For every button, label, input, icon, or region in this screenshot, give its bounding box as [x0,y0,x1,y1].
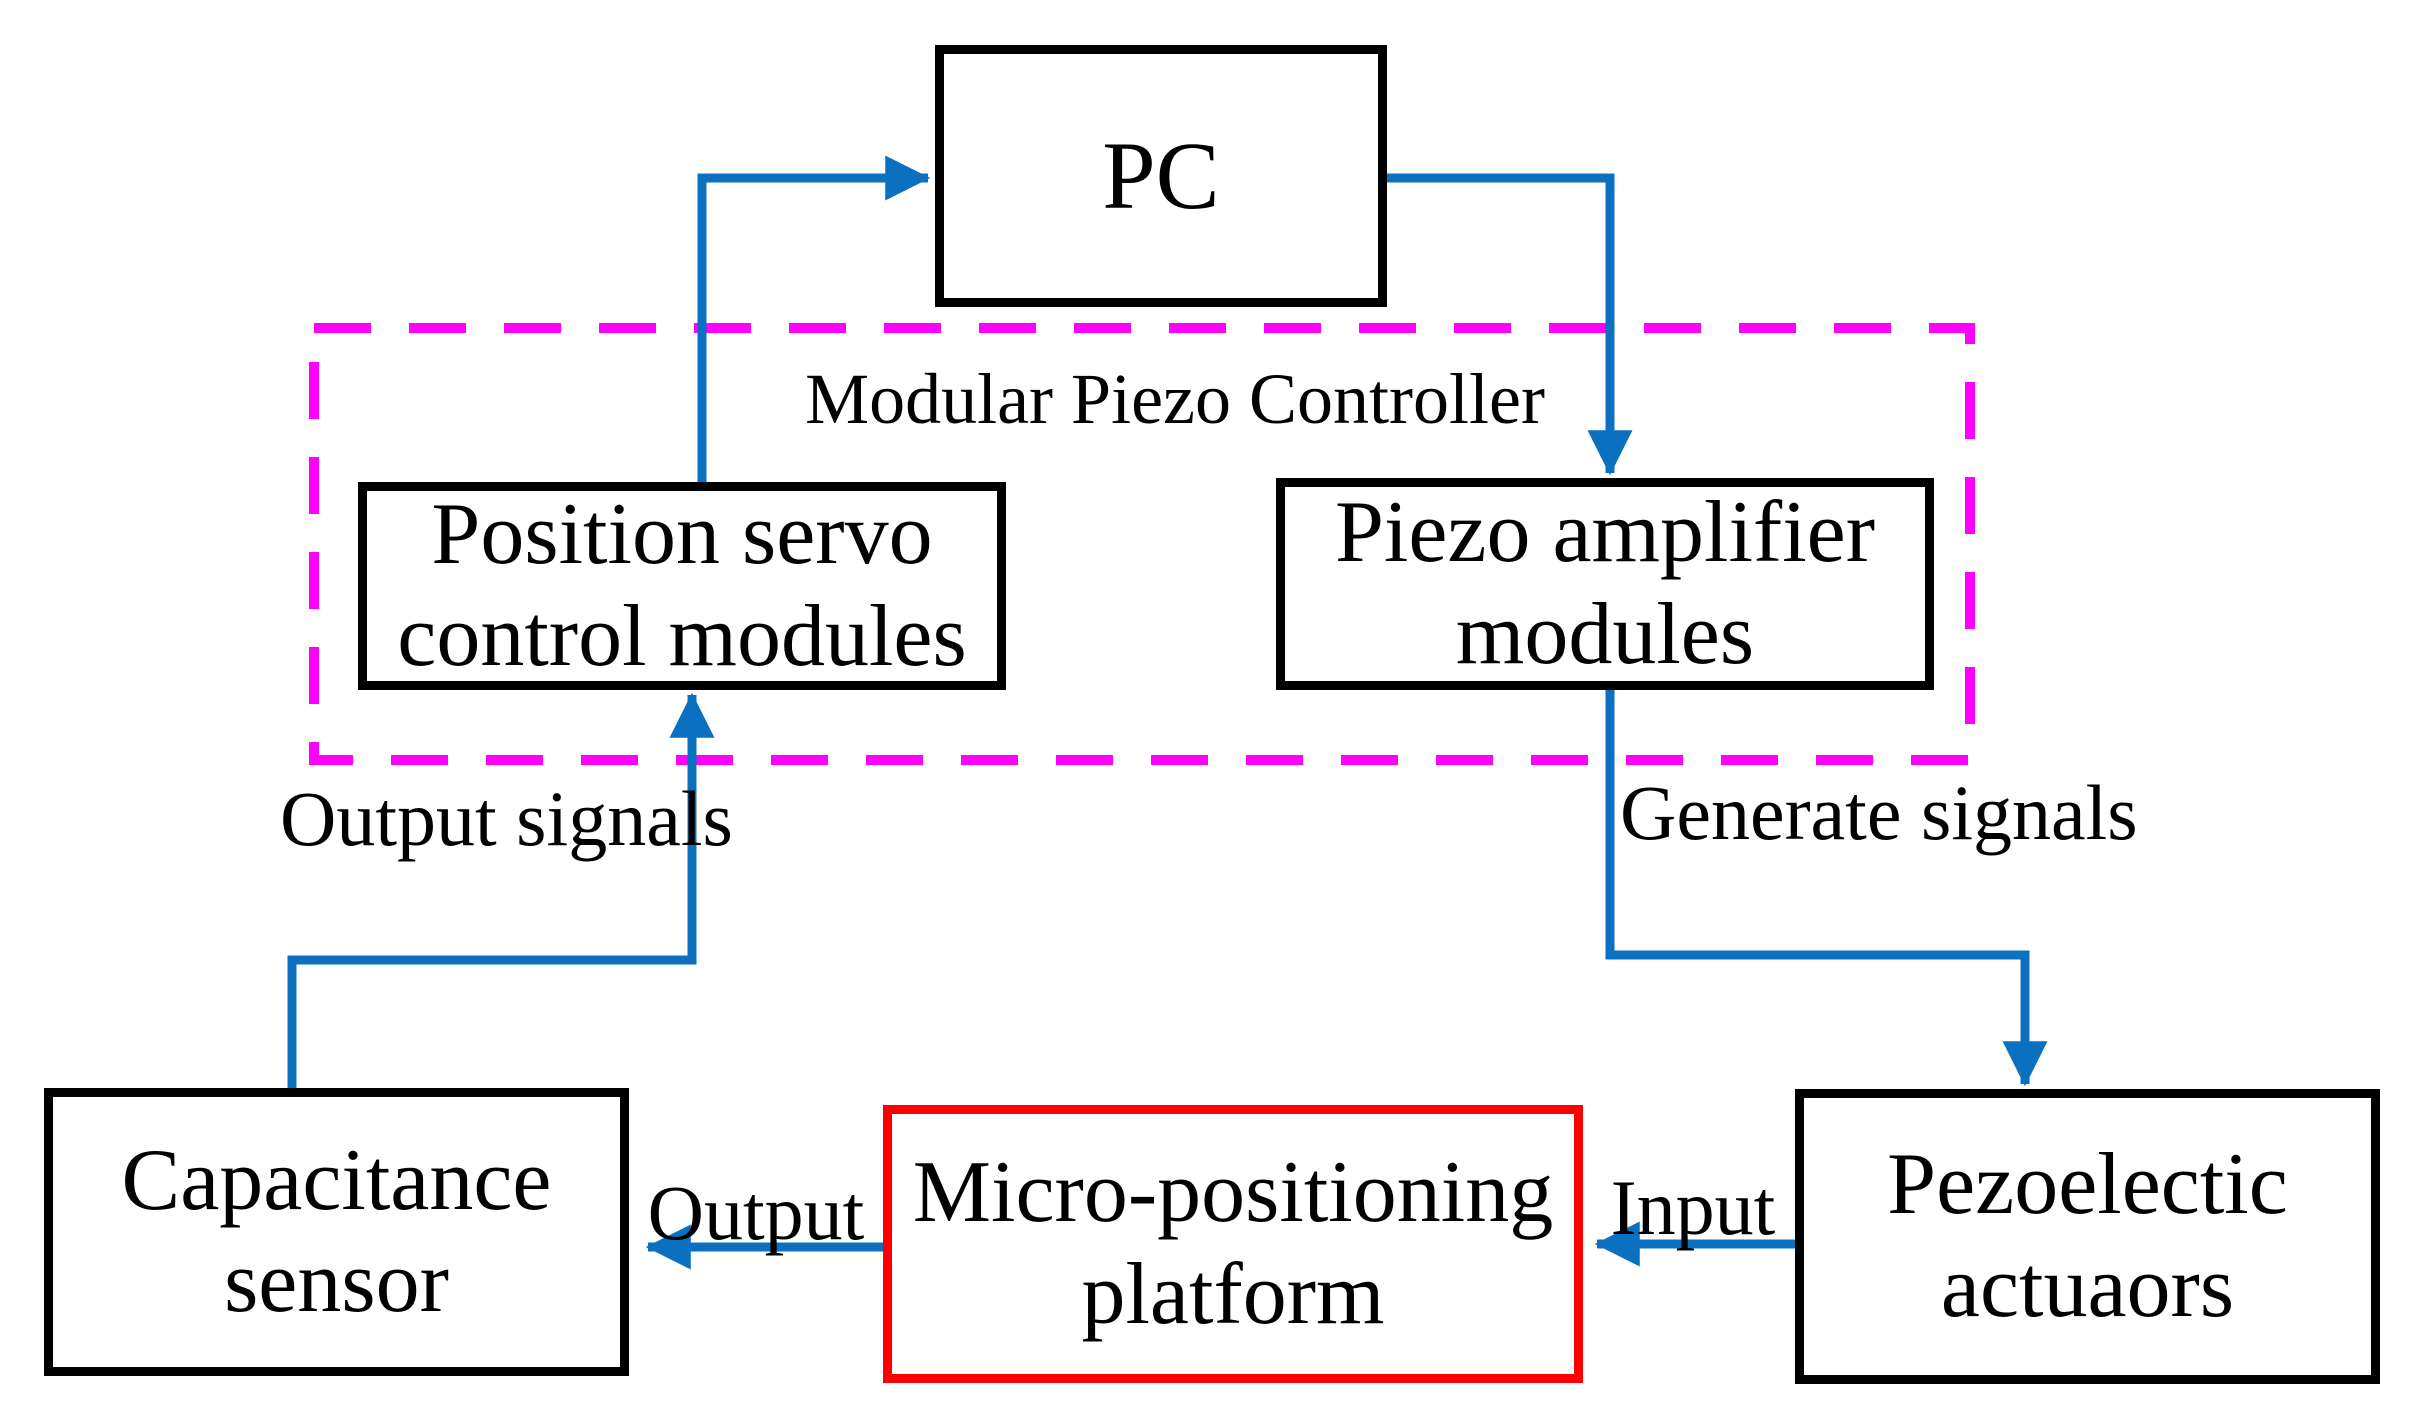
arrow-sensor-to-servo [287,692,715,1088]
piezoelectric-actuators-node: Pezoelectic actuaors [1795,1089,2380,1384]
output-signals-line2: signals [516,775,733,862]
platform-node-label-line1: Micro-positioning [912,1143,1554,1241]
arrow-servo-to-pc [697,155,931,482]
servo-node-label-line1: Position servo [431,485,933,583]
output-signals-line1: Output [280,775,497,862]
modular-piezo-controller-title: Modular Piezo Controller [805,359,1545,439]
input-annotation: Input [1610,1164,1776,1251]
output-annotation: Output [647,1169,865,1256]
amplifier-node-label-line1: Piezo amplifier [1334,483,1876,581]
actuators-node-label-line2: actuaors [1940,1238,2235,1336]
sensor-node-label-line2: sensor [224,1234,449,1331]
pc-node-label: PC [1102,122,1220,230]
sensor-node-label-line1: Capacitance [121,1131,552,1229]
amplifier-node-label-line2: modules [1455,586,1755,683]
output-signals-annotation: Output signals [280,768,733,871]
capacitance-sensor-node: Capacitance sensor [44,1088,629,1376]
arrow-pc-to-amplifier [1385,173,1633,476]
piezo-amplifier-modules-node: Piezo amplifier modules [1276,478,1934,690]
actuators-node-label-line1: Pezoelectic [1887,1136,2288,1234]
servo-node-label-line2: control modules [397,588,967,685]
pc-node: PC [935,45,1387,307]
generate-signals-line1: Generate [1620,769,1902,856]
micro-positioning-platform-node: Micro-positioning platform [883,1105,1583,1383]
generate-signals-annotation: Generate signals [1620,762,2138,865]
generate-signals-line2: signals [1920,769,2138,856]
arrow-amplifier-to-actuators [1605,690,2048,1087]
position-servo-control-modules-node: Position servo control modules [358,482,1006,690]
platform-node-label-line2: platform [1081,1246,1385,1343]
